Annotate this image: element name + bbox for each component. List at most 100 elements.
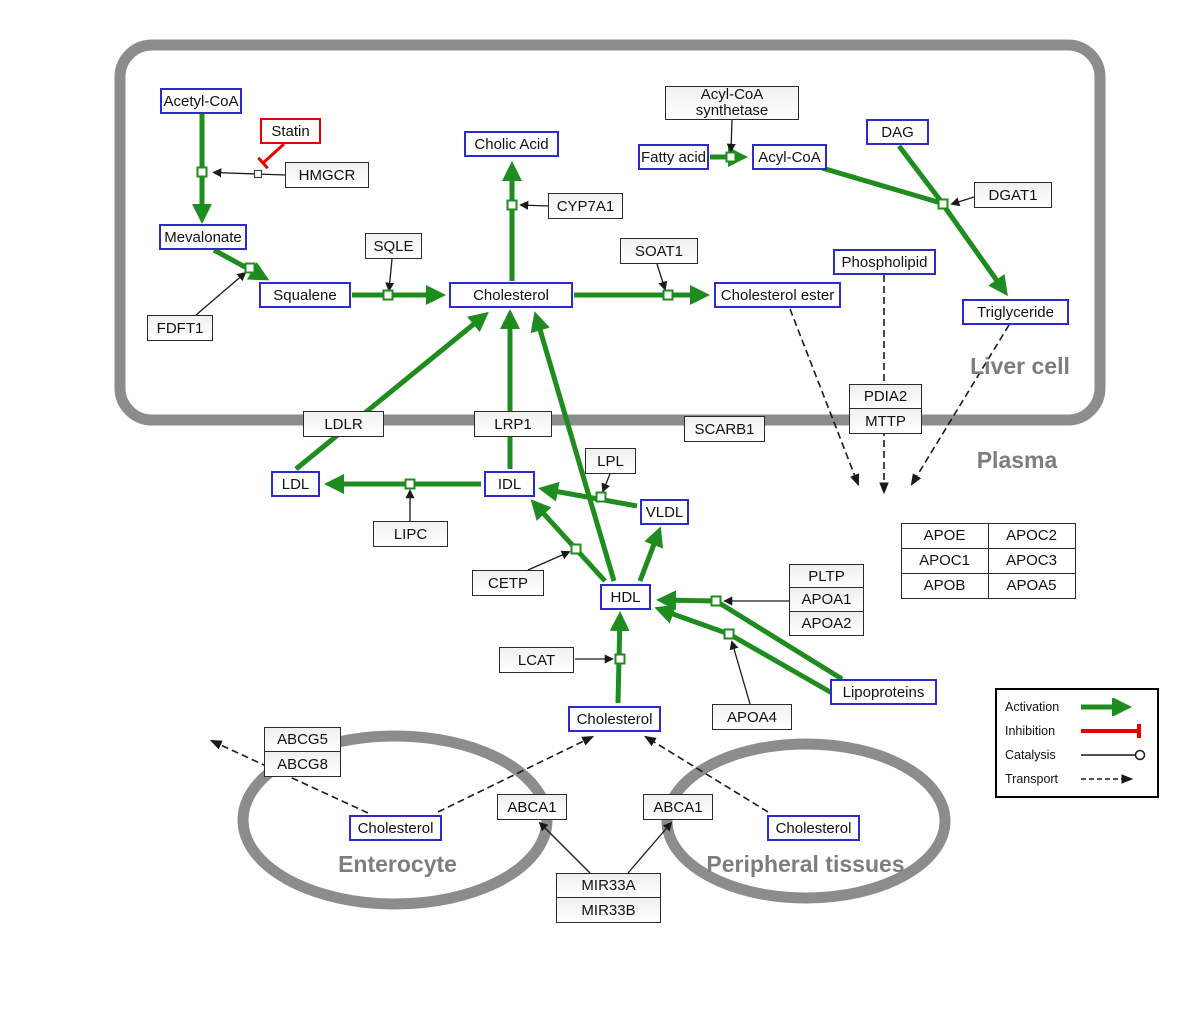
node-vldl[interactable]: VLDL bbox=[640, 499, 689, 525]
peripheral-tissues-membrane bbox=[661, 738, 951, 904]
edge-triglyceride-lipoproteins bbox=[910, 324, 1010, 487]
node-apoc2[interactable]: APOC2 bbox=[987, 522, 1076, 549]
node-triglyceride[interactable]: Triglyceride bbox=[962, 299, 1069, 325]
node-ldl[interactable]: LDL bbox=[271, 471, 320, 497]
node-fatty-acid[interactable]: Fatty acid bbox=[638, 144, 709, 170]
reaction-node bbox=[614, 653, 626, 665]
node-apoa5[interactable]: APOA5 bbox=[987, 572, 1076, 599]
node-dag[interactable]: DAG bbox=[866, 119, 929, 145]
node-sqle[interactable]: SQLE bbox=[365, 233, 422, 259]
edge-junction-triglyceride bbox=[941, 204, 1008, 297]
node-apoc1[interactable]: APOC1 bbox=[900, 547, 989, 574]
transport-edges bbox=[209, 275, 1010, 814]
stack-pltp-apoa1-apoa2: PLTP APOA1 APOA2 bbox=[789, 564, 864, 636]
region-label-enterocyte: Enterocyte bbox=[338, 851, 457, 877]
node-mevalonate[interactable]: Mevalonate bbox=[159, 224, 247, 250]
node-cholesterol-peripheral[interactable]: Cholesterol bbox=[767, 815, 860, 841]
node-cholic-acid[interactable]: Cholic Acid bbox=[464, 131, 559, 157]
node-idl[interactable]: IDL bbox=[484, 471, 535, 497]
node-mir33a[interactable]: MIR33A bbox=[556, 873, 661, 898]
node-apoa1[interactable]: APOA1 bbox=[789, 588, 864, 612]
reaction-node bbox=[570, 543, 582, 555]
node-acetyl-coa[interactable]: Acetyl-CoA bbox=[160, 88, 242, 114]
enterocyte-membrane bbox=[237, 730, 553, 910]
node-pdia2[interactable]: PDIA2 bbox=[849, 384, 922, 409]
node-lipoproteins[interactable]: Lipoproteins bbox=[830, 679, 937, 705]
inhibition-edge bbox=[257, 142, 286, 170]
node-hmgcr[interactable]: HMGCR bbox=[285, 162, 369, 188]
node-phospholipid[interactable]: Phospholipid bbox=[833, 249, 936, 275]
edge-cholesterolester-lipoproteins bbox=[789, 308, 859, 487]
reaction-node bbox=[382, 289, 394, 301]
legend-activation-label: Activation bbox=[1005, 700, 1060, 714]
edge-enterocyte-cholesterol-plasma bbox=[437, 735, 595, 813]
node-lrp1[interactable]: LRP1 bbox=[474, 411, 552, 437]
catalysis-edges bbox=[195, 119, 975, 874]
acyl-coa-synthetase-line1: Acyl-CoA bbox=[700, 86, 764, 103]
node-cholesterol-liver[interactable]: Cholesterol bbox=[449, 282, 573, 308]
node-apob[interactable]: APOB bbox=[900, 572, 989, 599]
edge-soat1-catalysis bbox=[656, 263, 668, 291]
node-apoa4[interactable]: APOA4 bbox=[712, 704, 792, 730]
node-apoa2[interactable]: APOA2 bbox=[789, 612, 864, 636]
region-label-peripheral-tissues: Peripheral tissues bbox=[706, 851, 905, 877]
node-cetp[interactable]: CETP bbox=[472, 570, 544, 596]
edge-vldl-idl bbox=[538, 481, 638, 509]
node-hdl[interactable]: HDL bbox=[600, 584, 651, 610]
node-lpl[interactable]: LPL bbox=[585, 448, 636, 474]
reaction-node bbox=[725, 151, 737, 163]
legend-catalysis-label: Catalysis bbox=[1005, 748, 1056, 762]
node-dgat1[interactable]: DGAT1 bbox=[974, 182, 1052, 208]
acyl-coa-synthetase-line2: synthetase bbox=[695, 102, 769, 119]
node-lipc[interactable]: LIPC bbox=[373, 521, 448, 547]
edge-peripheral-cholesterol-plasma bbox=[643, 735, 769, 813]
edge-sqle-catalysis bbox=[385, 258, 395, 292]
liver-cell-membrane bbox=[114, 39, 1106, 426]
node-squalene[interactable]: Squalene bbox=[259, 282, 351, 308]
node-fdft1[interactable]: FDFT1 bbox=[147, 315, 213, 341]
edge-acylcoasynthetase-catalysis bbox=[726, 119, 736, 153]
reaction-node bbox=[723, 628, 735, 640]
catalysis-anchor-node bbox=[253, 169, 263, 179]
edge-ldl-cholesterol bbox=[294, 311, 489, 471]
node-cholesterol-ester[interactable]: Cholesterol ester bbox=[714, 282, 841, 308]
legend-row-catalysis: Catalysis bbox=[1005, 744, 1149, 766]
node-acyl-coa-synthetase[interactable]: Acyl-CoA synthetase bbox=[665, 86, 799, 120]
node-pltp[interactable]: PLTP bbox=[789, 564, 864, 588]
node-acyl-coa[interactable]: Acyl-CoA bbox=[752, 144, 827, 170]
node-mir33b[interactable]: MIR33B bbox=[556, 898, 661, 923]
edge-statin-hmgcr bbox=[261, 142, 286, 165]
node-cholesterol-enterocyte[interactable]: Cholesterol bbox=[349, 815, 442, 841]
node-soat1[interactable]: SOAT1 bbox=[620, 238, 698, 264]
stack-abcg5-abcg8: ABCG5 ABCG8 bbox=[264, 727, 341, 777]
edge-mir33-abca1-right bbox=[627, 821, 673, 874]
legend-transport-label: Transport bbox=[1005, 772, 1059, 786]
node-scarb1[interactable]: SCARB1 bbox=[684, 416, 765, 442]
catalysis-circle-icon bbox=[1081, 749, 1146, 761]
node-abca1-left[interactable]: ABCA1 bbox=[497, 794, 567, 820]
node-lcat[interactable]: LCAT bbox=[499, 647, 574, 673]
node-ldlr[interactable]: LDLR bbox=[303, 411, 384, 437]
apolipoprotein-table: APOE APOC2 APOC1 APOC3 APOB APOA5 bbox=[900, 522, 1076, 599]
node-cholesterol-plasma[interactable]: Cholesterol bbox=[568, 706, 661, 732]
node-apoe[interactable]: APOE bbox=[900, 522, 989, 549]
edge-apoa4-catalysis bbox=[729, 640, 751, 705]
edge-mevalonate-squalene bbox=[212, 247, 270, 281]
statin-tbar bbox=[257, 156, 269, 170]
edge-fdft1-catalysis bbox=[195, 271, 247, 316]
node-abcg5[interactable]: ABCG5 bbox=[264, 727, 341, 752]
node-apoc3[interactable]: APOC3 bbox=[987, 547, 1076, 574]
edge-dgat1-catalysis bbox=[950, 196, 975, 207]
edge-cyp7a1-catalysis bbox=[519, 200, 549, 210]
stack-pdia2-mttp: PDIA2 MTTP bbox=[849, 384, 922, 434]
node-abcg8[interactable]: ABCG8 bbox=[264, 752, 341, 777]
legend-row-activation: Activation bbox=[1005, 696, 1149, 718]
activation-arrow-icon bbox=[1081, 698, 1132, 716]
node-mttp[interactable]: MTTP bbox=[849, 409, 922, 434]
edge-hdl-idl-cetp bbox=[530, 499, 607, 583]
node-statin[interactable]: Statin bbox=[260, 118, 321, 144]
node-abca1-right[interactable]: ABCA1 bbox=[643, 794, 713, 820]
node-cyp7a1[interactable]: CYP7A1 bbox=[548, 193, 623, 219]
